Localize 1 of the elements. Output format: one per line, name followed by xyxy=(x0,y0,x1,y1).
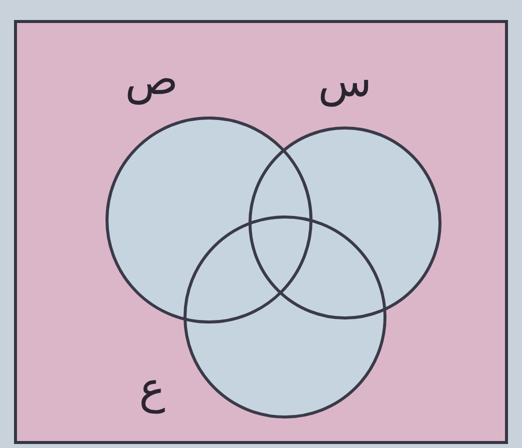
universal-set-rectangle xyxy=(14,20,508,444)
